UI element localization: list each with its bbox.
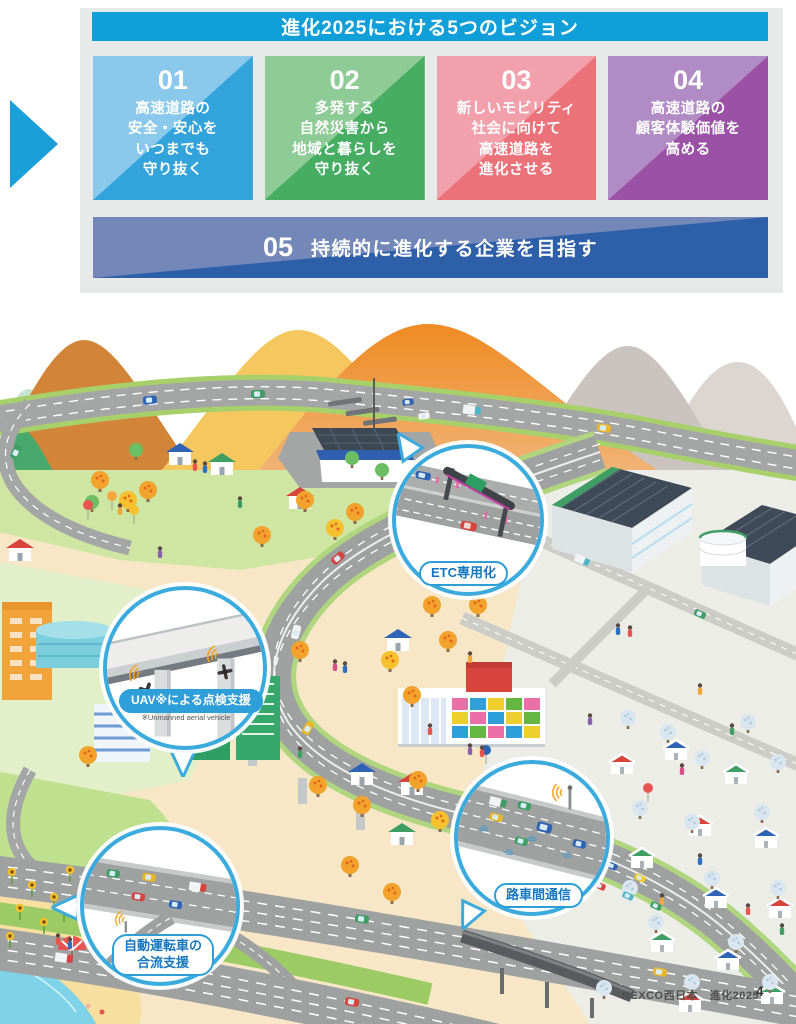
vision-cards: 01 高速道路の 安全・安心を いつまでも 守り抜く 02 多発する 自然災害か…: [93, 56, 768, 200]
vision-card-03: 03 新しいモビリティ 社会に向けて 高速道路を 進化させる: [436, 56, 597, 200]
vision-number: 01: [157, 65, 188, 95]
etc-callout-tail: [386, 425, 431, 471]
panel-title: 進化2025における5つのビジョン: [92, 12, 768, 41]
uav-callout-label: UAV※による点検支援: [119, 689, 263, 713]
overpass: [460, 929, 635, 1018]
vision-card-02: 02 多発する 自然災害から 地域と暮らしを 守り抜く: [264, 56, 425, 200]
uav-callout-tail: [168, 742, 198, 781]
vision-text: 多発する 自然災害から 地域と暮らしを 守り抜く: [292, 101, 398, 178]
vision-text: 新しいモビリティ 社会に向けて 高速道路を 進化させる: [456, 101, 576, 178]
v2i-callout-tail: [449, 891, 491, 935]
uav-callout-circle: [103, 586, 267, 750]
uav-callout-note: ※Unmanned aerial vehicle: [141, 713, 231, 722]
page-number: 4: [756, 984, 764, 999]
pointer-arrow-icon: [10, 100, 58, 188]
vision-text: 持続的に進化する企業を目指す: [311, 239, 599, 260]
vision-card-04: 04 高速道路の 顧客体験価値を 高める: [608, 56, 768, 200]
city-illustration: [0, 300, 796, 1024]
etc-callout-circle: [392, 444, 544, 596]
vision-text: 高速道路の 顧客体験価値を 高める: [635, 101, 741, 158]
vision-card-05: 05 持続的に進化する企業を目指す: [93, 217, 768, 278]
merge-callout-tail: [47, 893, 87, 923]
v2i-callout-label: 路車間通信: [494, 883, 584, 908]
vision-number: 04: [673, 65, 704, 95]
merge-callout-circle: [80, 826, 240, 986]
footer-brand: NEXCO西日本 進化2025: [622, 990, 760, 1002]
vision-number: 03: [501, 65, 532, 95]
vision-number: 02: [329, 65, 360, 95]
etc-callout-label: ETC専用化: [419, 561, 509, 586]
vision-number: 05: [262, 232, 294, 262]
vision-panel: 進化2025における5つのビジョン 01 高速道路の 安全・安心を いつまでも …: [80, 8, 783, 293]
vision-text: 高速道路の 安全・安心を いつまでも 守り抜く: [127, 101, 218, 178]
merge-callout-label: 自動運転車の 合流支援: [112, 934, 215, 976]
vision-card-01: 01 高速道路の 安全・安心を いつまでも 守り抜く: [93, 56, 253, 200]
